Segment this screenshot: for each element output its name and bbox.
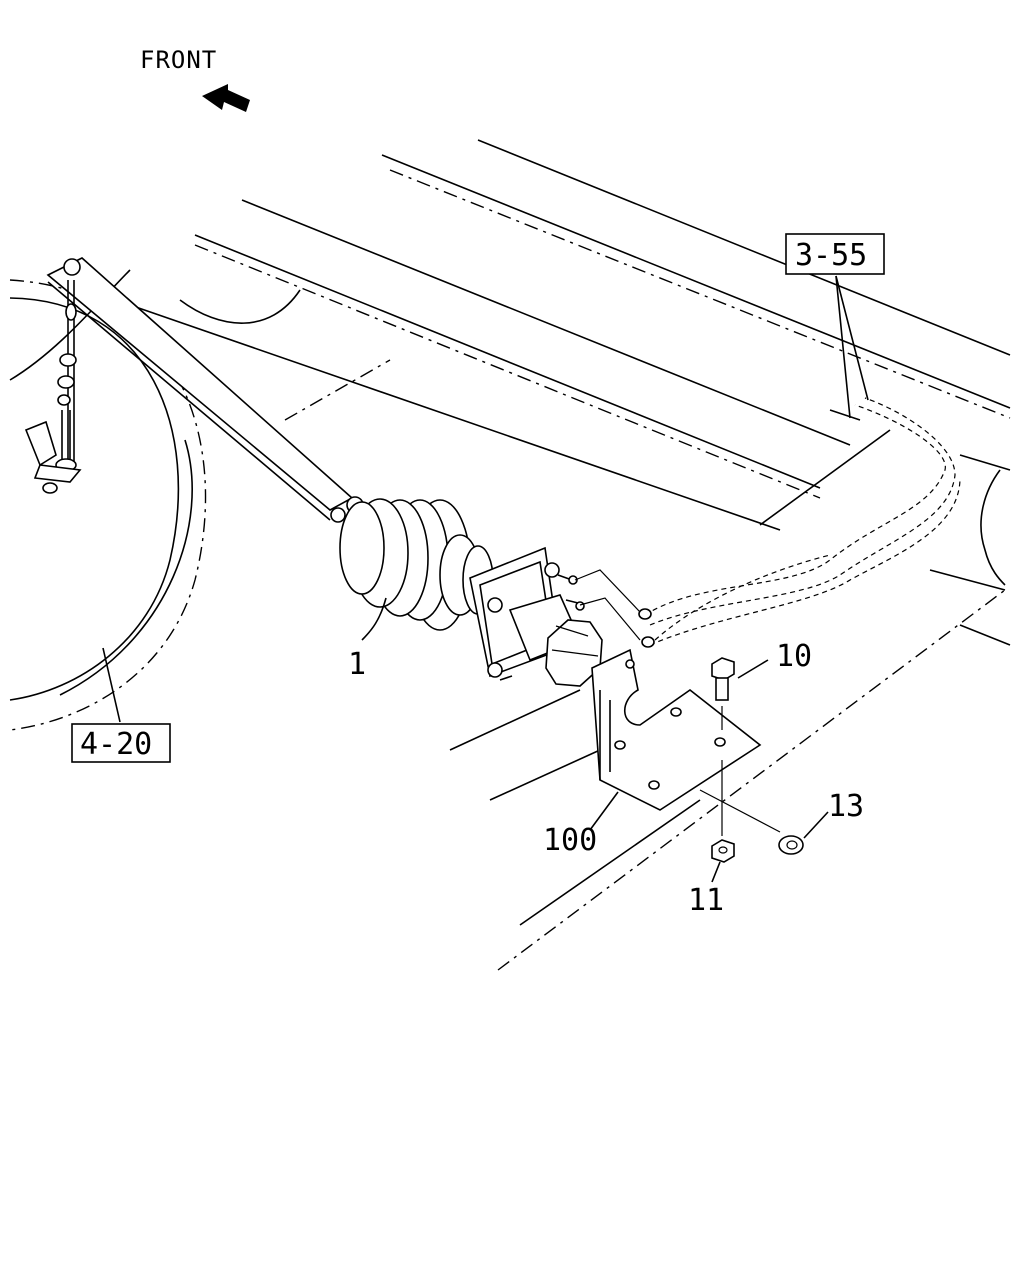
callout-100: 100: [543, 823, 597, 858]
linkage-rod: [24, 280, 82, 494]
front-label: FRONT: [140, 46, 217, 74]
cross-member: [980, 469, 1006, 586]
lever-arm: [46, 257, 364, 523]
callout-leaders: [361, 597, 829, 883]
callout-11: 11: [688, 883, 724, 918]
callout-13: 13: [828, 789, 864, 824]
reference-4-20-label: 4-20: [80, 727, 152, 762]
callout-1: 1: [348, 647, 366, 682]
arrow-left-icon: [202, 84, 250, 112]
reference-4-20: 4-20: [71, 647, 171, 763]
flange-nut-part: [699, 789, 804, 855]
mounting-bracket: [591, 648, 762, 811]
brake-chamber: [339, 498, 603, 687]
bolt-part: [711, 657, 735, 730]
nut-part: [711, 760, 735, 863]
reference-3-55: 3-55: [785, 233, 885, 419]
callout-10: 10: [776, 639, 812, 674]
air-lines: [574, 397, 961, 648]
reference-3-55-label: 3-55: [795, 238, 867, 273]
frame-rails: [129, 139, 1011, 971]
